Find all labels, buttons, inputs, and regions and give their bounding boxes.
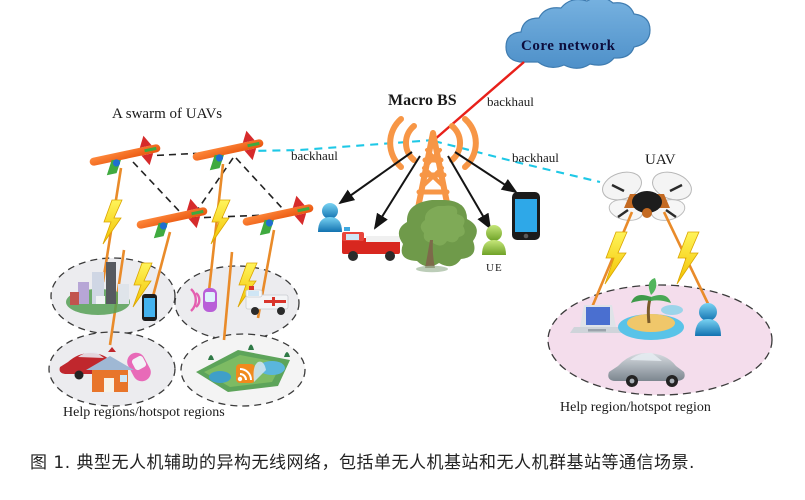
backhaul-link-core <box>433 61 525 141</box>
core-network-label: Core network <box>521 38 616 54</box>
region-park-icons <box>196 344 290 392</box>
smartphone <box>512 192 540 240</box>
lightning-bolt <box>102 199 123 245</box>
lightning-bolt <box>676 231 700 285</box>
backhaul-link-uav <box>433 139 601 184</box>
rss-signal-icon <box>236 364 255 383</box>
user-green-avatar <box>482 225 506 255</box>
laptop-icon <box>570 305 626 333</box>
swarm-plane-2 <box>192 130 264 171</box>
region-hotspot-right-icons <box>570 278 721 387</box>
core-network-cloud <box>505 0 651 69</box>
swarm-plane-3 <box>136 198 208 239</box>
region-mobile-icons <box>190 286 289 315</box>
backhaul-label-right: backhaul <box>512 150 559 165</box>
swarm-plane-1 <box>89 135 161 176</box>
palm-island-icon <box>618 278 684 340</box>
house-icon <box>86 347 134 392</box>
flip-phone-icon <box>127 352 151 382</box>
tree <box>398 200 477 273</box>
figure-caption: 图 1. 典型无人机辅助的异构无线网络，包括单无人机基站和无人机群基站等通信场景… <box>30 453 695 473</box>
access-link-smartphone <box>454 151 518 194</box>
backhaul-label-left: backhaul <box>291 148 338 163</box>
fire-truck <box>342 227 400 261</box>
swarm-title-label: A swarm of UAVs <box>112 106 223 122</box>
user-blue-avatar <box>318 203 342 232</box>
access-links-group <box>338 151 518 230</box>
swarm-mesh-links <box>132 151 283 219</box>
region-residential-icons <box>59 347 151 392</box>
blue-avatar-icon <box>695 303 721 336</box>
lightning-bolt <box>132 262 153 308</box>
ue-label: UE <box>486 262 503 274</box>
uav-beams-group <box>588 211 714 313</box>
lightning-bolt <box>210 199 231 245</box>
silver-car-icon <box>608 352 685 387</box>
lightning-bolt <box>604 231 628 285</box>
uav-title-label: UAV <box>645 152 676 168</box>
help-regions-left-label: Help regions/hotspot regions <box>63 405 225 420</box>
uav-quadcopter <box>602 171 692 221</box>
region-city-icons <box>66 262 157 321</box>
access-link-user-blue <box>338 151 413 205</box>
backhaul-label-core: backhaul <box>487 94 534 109</box>
ambulance-icon <box>245 286 289 315</box>
swarm-plane-4 <box>242 195 314 236</box>
macro-bs-label: Macro BS <box>388 92 457 109</box>
help-region-right-label: Help region/hotspot region <box>560 400 711 415</box>
access-link-fire-truck <box>373 155 421 230</box>
access-link-user-green <box>447 155 492 230</box>
mobile-phone-signal-icon <box>190 288 217 312</box>
